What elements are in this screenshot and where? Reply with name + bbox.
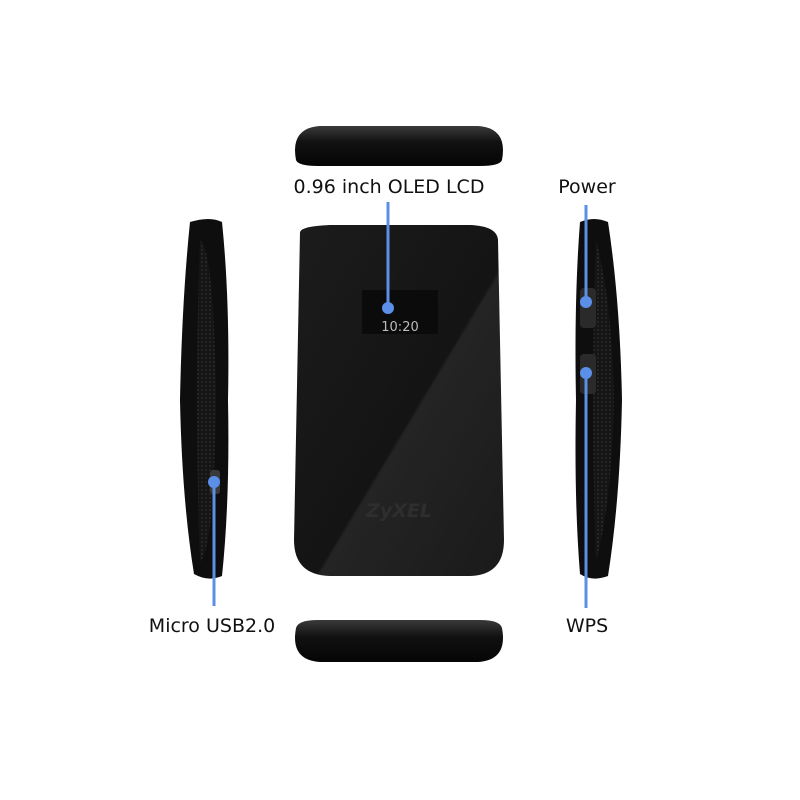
device-front-view: 10:20 ZyXEL <box>294 225 504 576</box>
oled-callout-dot <box>382 302 394 314</box>
device-left-side-view <box>180 219 229 579</box>
wps-callout-dot <box>580 367 592 379</box>
oled-label: 0.96 inch OLED LCD <box>293 176 485 198</box>
zyxel-logo: ZyXEL <box>365 500 432 522</box>
power-label: Power <box>558 176 616 198</box>
usb-label: Micro USB2.0 <box>148 615 276 637</box>
screen-time: 10:20 <box>381 320 418 335</box>
wps-label: WPS <box>565 615 609 637</box>
power-callout-dot <box>580 296 592 308</box>
device-bottom-view <box>295 620 503 662</box>
device-right-side-view <box>575 219 622 579</box>
usb-callout-dot <box>208 476 220 488</box>
oled-screen <box>362 290 438 334</box>
device-top-view <box>295 126 503 166</box>
power-button <box>580 288 596 328</box>
